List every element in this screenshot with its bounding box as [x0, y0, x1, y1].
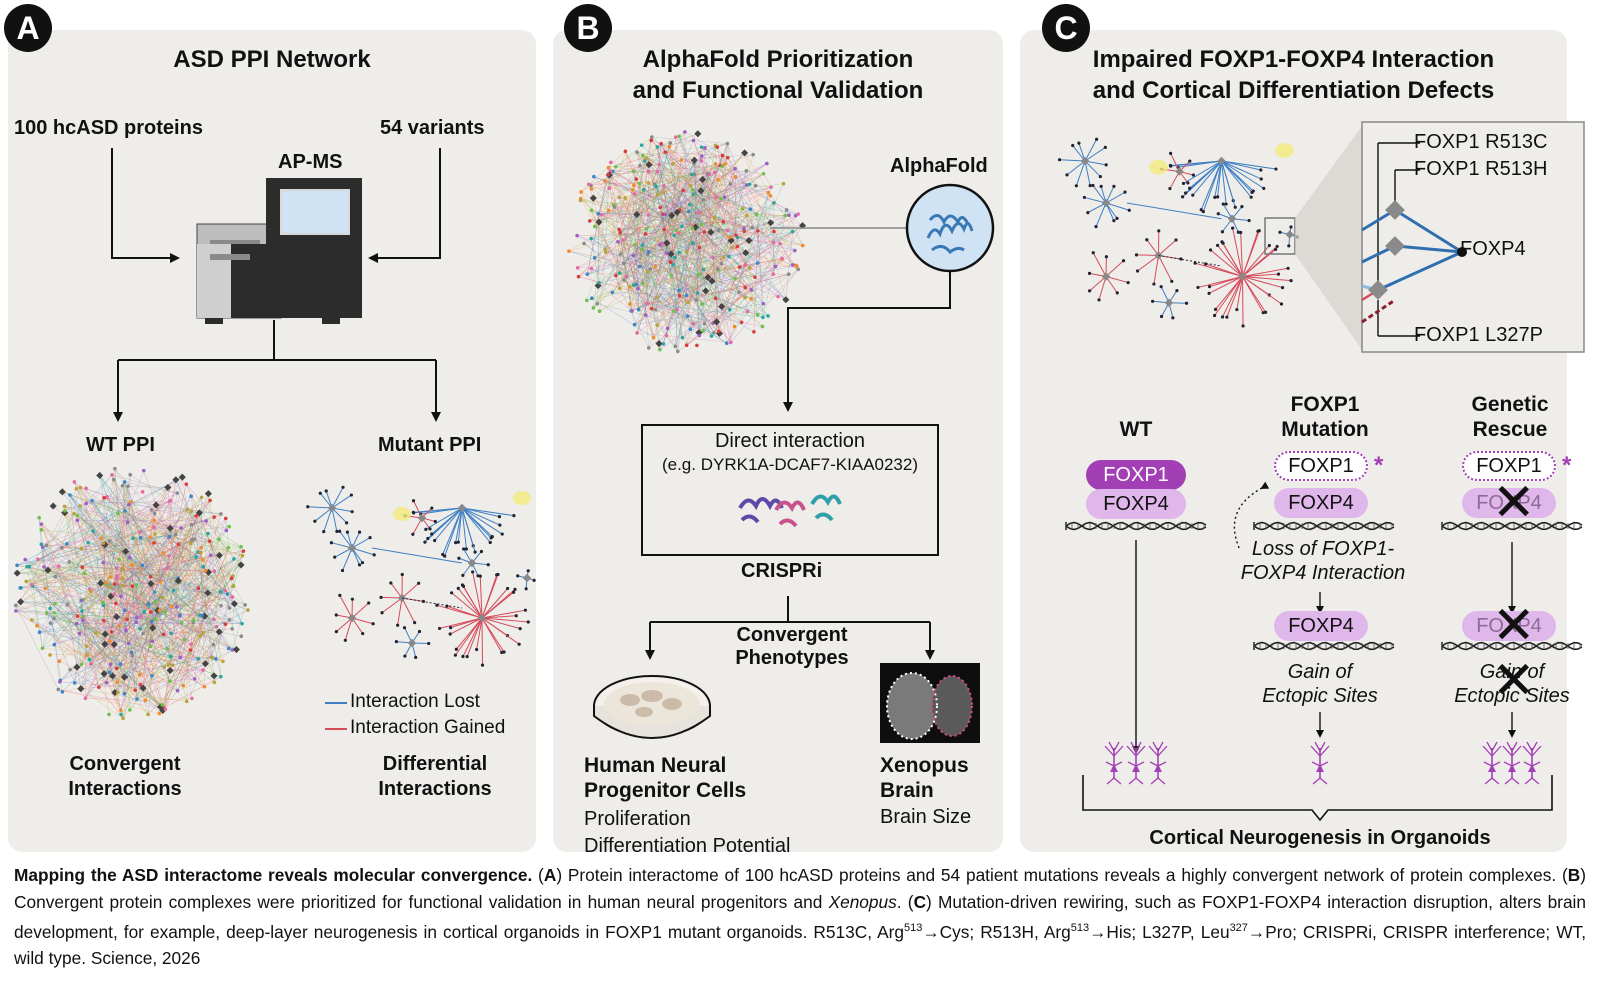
- direct-interaction-example: (e.g. DYRK1A-DCAF7-KIAA0232): [661, 455, 919, 474]
- petri-dish-icon: [593, 675, 711, 739]
- res-foxp1-pill: FOXP1: [1462, 451, 1556, 481]
- wt-foxp1-pill: FOXP1: [1086, 460, 1186, 490]
- legend-lost-label: Interaction Lost: [350, 691, 480, 712]
- cross-icon: ✕: [1492, 652, 1536, 710]
- diagram-art: [13, 121, 1585, 822]
- mutant-ppi-label: Mutant PPI: [378, 434, 482, 456]
- inset-r513h-label: FOXP1 R513H: [1414, 158, 1548, 180]
- input-variants-label: 54 variants: [380, 117, 485, 139]
- instrument-icon: [196, 178, 362, 324]
- panel-a-badge: A: [4, 4, 52, 52]
- neuron-icon: [1104, 741, 1542, 785]
- xenopus-phenotype: Brain Size: [880, 806, 972, 828]
- alphafold-network: [567, 130, 807, 354]
- mut-foxp4-bound-pill: FOXP4: [1274, 611, 1368, 641]
- figure-caption: Mapping the ASD interactome reveals mole…: [14, 865, 1587, 969]
- direct-interaction-title: Direct interaction: [714, 430, 866, 452]
- alphafold-label: AlphaFold: [890, 155, 988, 177]
- inset-lines: [1377, 142, 1420, 337]
- panel-b-arrows: [645, 227, 951, 660]
- mut-foxp4-pill: FOXP4: [1274, 488, 1368, 518]
- res-foxp4-bound-pill: FOXP4: [1462, 611, 1556, 641]
- crispri-label: CRISPRi: [741, 560, 823, 582]
- panel-b-badge: B: [564, 4, 612, 52]
- panel-a-arrows: [111, 148, 441, 422]
- panel-c-badge: C: [1042, 4, 1090, 52]
- wt-ppi-label: WT PPI: [86, 434, 155, 456]
- panel-c-arrows: [1132, 481, 1516, 754]
- inset-r513c-label: FOXP1 R513C: [1414, 131, 1548, 153]
- mutant-ppi-network: [306, 485, 536, 667]
- input-proteins-label: 100 hcASD proteins: [14, 117, 203, 139]
- dna-icon: [1065, 521, 1583, 651]
- neurogenesis-brace: [1082, 775, 1553, 822]
- mut-foxp1-pill: FOXP1: [1274, 451, 1368, 481]
- panel-a: [8, 30, 536, 852]
- cross-icon: ✕: [1492, 597, 1536, 655]
- col-wt-label: WT: [1119, 418, 1153, 441]
- apms-label: AP-MS: [278, 151, 343, 173]
- wt-ppi-network: [13, 466, 250, 721]
- wt-foxp4-pill: FOXP4: [1086, 489, 1186, 519]
- xenopus-brain-icon: [880, 663, 980, 743]
- alphafold-protein-icon: [905, 183, 995, 273]
- inset-foxp4-label: FOXP4: [1460, 238, 1526, 260]
- direct-interaction-box: [641, 424, 939, 556]
- inset-l327p-label: FOXP1 L327P: [1414, 324, 1543, 346]
- res-foxp4-pill: FOXP4: [1462, 488, 1556, 518]
- cross-icon: ✕: [1492, 474, 1536, 532]
- legend-gained-label: Interaction Gained: [350, 717, 506, 738]
- loss-interaction-label: Loss of FOXP1-FOXP4 Interaction: [1240, 538, 1406, 584]
- mut-asterisk: *: [1374, 452, 1384, 479]
- zoom-wedge: [1295, 126, 1362, 350]
- panel-a-title: ASD PPI Network: [173, 46, 371, 73]
- mutant-network-c: [1057, 137, 1299, 328]
- inset-box: [1361, 121, 1585, 353]
- inset-nodes: [1368, 200, 1467, 300]
- res-asterisk: *: [1562, 452, 1572, 479]
- complex-structure-icon: [738, 494, 842, 528]
- neurogenesis-label: Cortical Neurogenesis in Organoids: [1149, 827, 1491, 849]
